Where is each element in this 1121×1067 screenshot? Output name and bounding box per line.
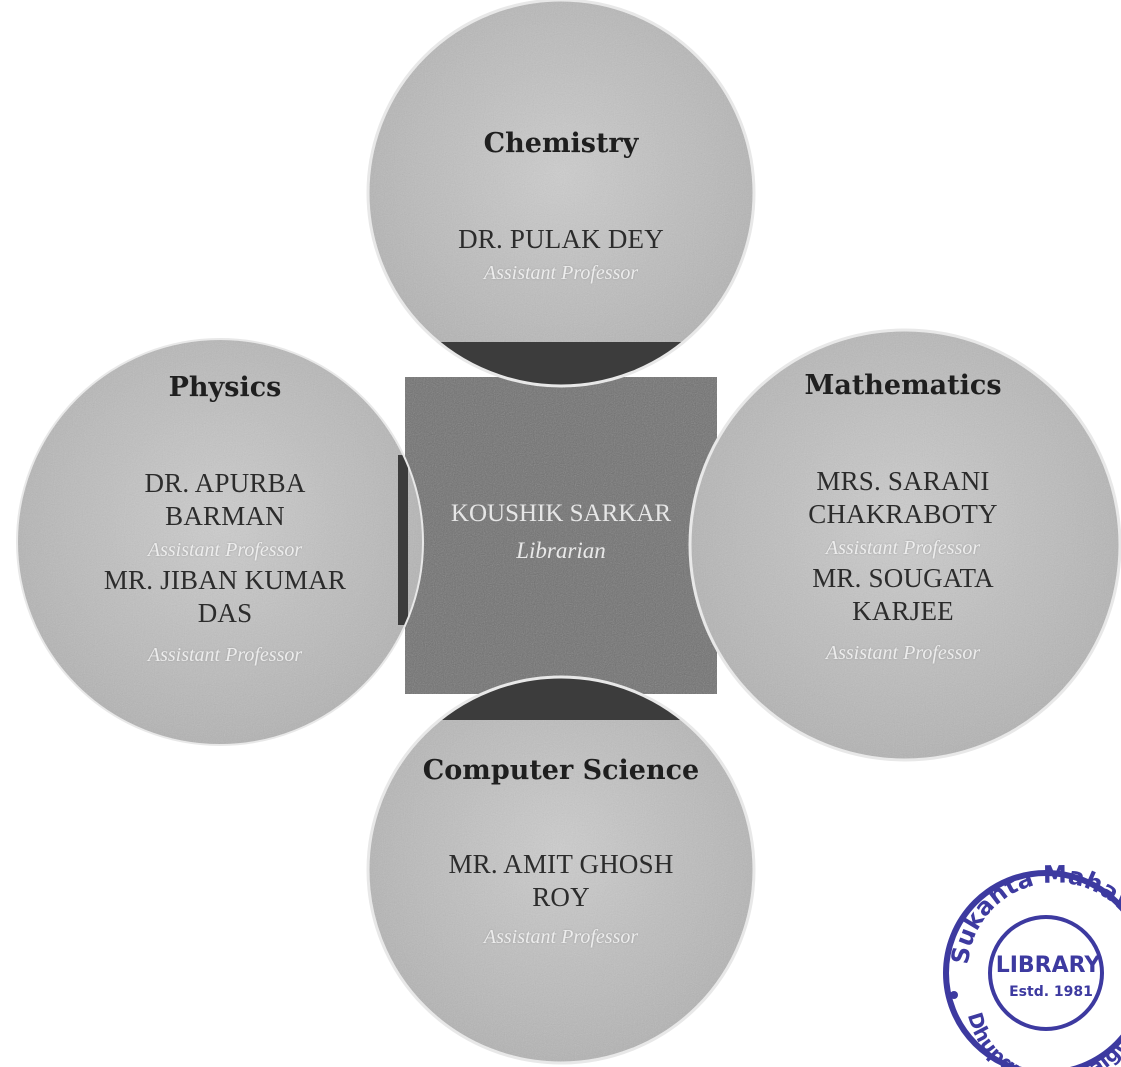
- name-line: DR. PULAK DEY: [458, 224, 664, 254]
- physics-group: Physics DR. APURBA BARMAN Assistant Prof…: [60, 372, 390, 667]
- center-group: KOUSHIK SARKAR Librarian: [415, 500, 707, 564]
- center-square: [405, 377, 717, 694]
- physics-member-2-name: MR. JIBAN KUMAR DAS: [60, 564, 390, 630]
- name-line: DR. APURBA: [144, 468, 306, 498]
- physics-department-title: Physics: [168, 372, 282, 403]
- name-line: ROY: [532, 882, 590, 912]
- librarian-role: Librarian: [516, 538, 606, 563]
- computer-science-group: Computer Science MR. AMIT GHOSH ROY Assi…: [391, 755, 731, 949]
- computer-science-circle: [368, 677, 754, 1063]
- mathematics-member-1-name: MRS. SARANI CHAKRABOTY: [738, 465, 1068, 531]
- mathematics-department-title: Mathematics: [804, 370, 1002, 401]
- chemistry-group: Chemistry DR. PULAK DEY Assistant Profes…: [391, 128, 731, 285]
- name-line: KARJEE: [852, 596, 954, 626]
- mathematics-member-2-name: MR. SOUGATA KARJEE: [738, 562, 1068, 628]
- librarian-name: KOUSHIK SARKAR: [450, 500, 672, 527]
- svg-text:Sukanta Mahavidyalaya: Sukanta Mahavidyalaya: [928, 845, 1121, 966]
- computer-science-member-role: Assistant Professor: [483, 926, 639, 948]
- name-line: MR. SOUGATA: [812, 563, 994, 593]
- computer-science-department-title: Computer Science: [422, 755, 700, 786]
- chemistry-department-title: Chemistry: [483, 128, 639, 159]
- library-stamp: Sukanta Mahavidyalaya LIBRARY Estd. 1981…: [928, 845, 1121, 1067]
- mathematics-group: Mathematics MRS. SARANI CHAKRABOTY Assis…: [738, 370, 1068, 665]
- stamp-top-text: Sukanta Mahavidyalaya: [928, 845, 1121, 966]
- mathematics-member-2-role: Assistant Professor: [825, 642, 981, 664]
- stamp-center-text: LIBRARY: [996, 953, 1102, 978]
- physics-circle: [17, 339, 423, 745]
- left-lens: [398, 455, 408, 625]
- name-line: MR. AMIT GHOSH: [448, 849, 674, 879]
- physics-member-1-role: Assistant Professor: [147, 539, 303, 561]
- name-line: MRS. SARANI: [816, 466, 990, 496]
- chemistry-member-name: DR. PULAK DEY: [391, 223, 731, 256]
- chemistry-circle: [368, 0, 754, 386]
- mathematics-circle: [690, 330, 1120, 760]
- mathematics-member-1-role: Assistant Professor: [825, 537, 981, 559]
- stamp-established-text: Estd. 1981: [1009, 984, 1093, 1000]
- physics-member-2-role: Assistant Professor: [147, 644, 303, 666]
- computer-science-member-name: MR. AMIT GHOSH ROY: [391, 848, 731, 914]
- name-line: CHAKRABOTY: [808, 499, 998, 529]
- name-line: BARMAN: [165, 501, 285, 531]
- name-line: MR. JIBAN KUMAR: [103, 565, 347, 595]
- physics-member-1-name: DR. APURBA BARMAN: [60, 467, 390, 533]
- chemistry-member-role: Assistant Professor: [483, 262, 639, 284]
- name-line: DAS: [197, 598, 253, 628]
